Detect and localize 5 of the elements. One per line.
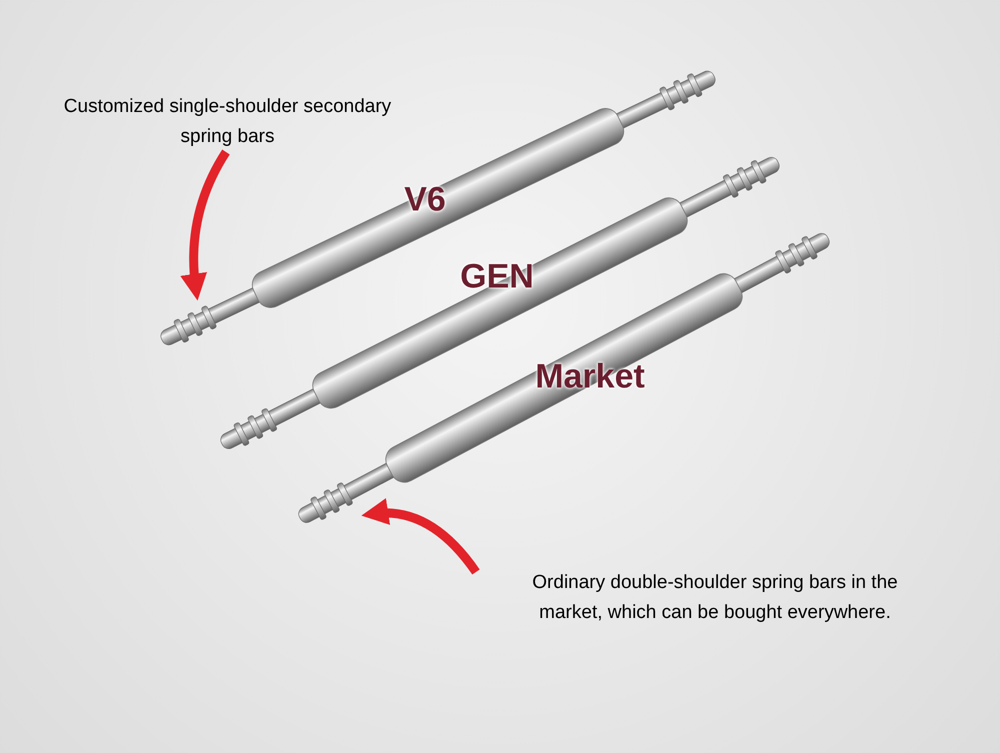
arrow (361, 498, 480, 575)
bar-label: V6 (404, 180, 446, 220)
arrow (180, 150, 230, 301)
caption-text: Ordinary double-shoulder spring bars in the market, which can be bought everywhere. (531, 571, 899, 625)
caption-text: Customized single-shoulder secondary spring bars (62, 95, 392, 149)
